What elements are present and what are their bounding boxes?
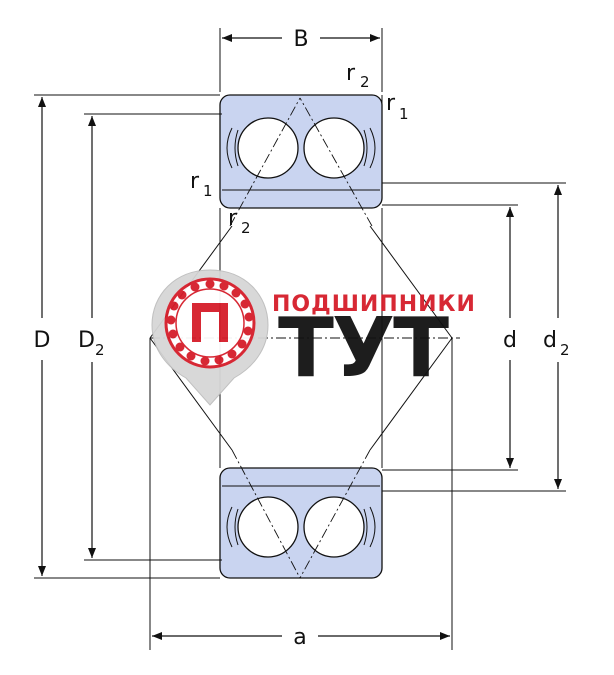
svg-text:2: 2 [95,341,105,359]
dim-a: a [149,338,453,650]
svg-text:r: r [346,61,356,86]
svg-text:2: 2 [560,341,570,359]
seal-bottom-left [226,506,239,548]
svg-text:1: 1 [399,105,409,123]
ball-top-right [303,117,365,179]
svg-text:r: r [190,169,200,194]
label-D: D [34,328,51,353]
dim-D: D [34,94,220,579]
ball-bottom-left [237,496,299,558]
svg-text:r: r [228,206,238,231]
dim-d: d [382,204,518,471]
logo-p-icon [192,303,228,342]
contact-line-top-a [229,97,301,227]
dim-D2: D 2 [78,113,222,561]
ball-top-left [237,117,299,179]
dim-d2: d 2 [382,182,570,492]
brand-logo: ПОДШИПНИКИ ТУТ [151,269,476,406]
seal-top-left [226,127,239,169]
seal-bottom-right [363,506,376,548]
logo-beads-icon [166,279,254,366]
label-a: a [293,625,306,650]
label-D2: D [78,328,95,353]
label-r2-left: r 2 [228,206,251,237]
brand-line2: ТУТ [278,301,449,396]
label-d: d [503,328,517,353]
label-r1-left: r 1 [190,169,213,200]
contact-line-top-b [299,97,373,227]
label-r1-top: r 1 [386,91,409,123]
brand-line1: ПОДШИПНИКИ [272,292,476,317]
label-d2: d [543,328,557,353]
bearing-bottom-section [219,467,383,579]
svg-text:2: 2 [241,219,251,237]
bearing-top-section [219,94,383,227]
svg-text:1: 1 [203,182,213,200]
seal-top-right [363,127,376,169]
svg-text:2: 2 [360,73,370,91]
label-B: B [293,27,308,52]
label-r2-top: r 2 [346,61,370,91]
svg-text:r: r [386,91,396,116]
ball-bottom-right [303,496,365,558]
dim-B: B [219,27,383,92]
